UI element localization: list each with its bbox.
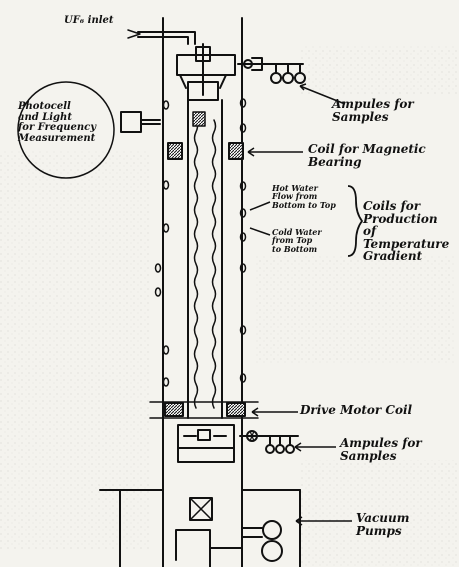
- magnetic-bearing-coil-right: [228, 142, 244, 160]
- drive-motor-coil-left: [164, 402, 184, 417]
- background-texture: [0, 45, 459, 567]
- vacuum-pumps-label: Vacuum Pumps: [356, 511, 410, 538]
- top-ampule-manifold: [237, 57, 306, 84]
- ampules-top-label: Ampules for Samples: [332, 97, 414, 124]
- photocell-label: Photocell and Light for Frequency Measur…: [18, 101, 97, 144]
- uf6-inlet-pipe: [137, 31, 196, 45]
- vacuum-pump-circles: [261, 520, 283, 562]
- vacuum-chamber: [99, 489, 301, 567]
- coils-production-label: Coils for Production of Temperature Grad…: [363, 199, 450, 264]
- bottom-ampule-manifold: [239, 430, 299, 454]
- motor-coil-lines: [149, 401, 259, 419]
- ampules-bottom-label: Ampules for Samples: [340, 436, 422, 463]
- leader-arrows: [247, 83, 364, 526]
- temperature-coil-loops: [154, 98, 247, 387]
- rotor-inner-wall: [193, 119, 199, 409]
- coil-magnetic-bearing-label: Coil for Magnetic Bearing: [308, 142, 426, 169]
- top-valve-assembly: [176, 43, 236, 101]
- hot-water-label: Hot Water Flow from Bottom to Top: [272, 183, 336, 210]
- cold-water-label: Cold Water from Top to Bottom: [272, 227, 322, 254]
- photocell-sensor-block: [192, 111, 206, 127]
- rotor-inner-wall-right: [211, 119, 217, 409]
- drive-motor-coil-label: Drive Motor Coil: [300, 403, 413, 417]
- photocell-box: [120, 111, 161, 133]
- inlet-arrow: [127, 29, 141, 39]
- magnetic-bearing-coil-left: [167, 142, 183, 160]
- bottom-valve-assembly: [177, 424, 235, 463]
- uf6-inlet-label: UF₆ inlet: [64, 15, 114, 26]
- rotor-tube: [187, 99, 223, 419]
- drive-motor-coil-right: [226, 402, 246, 417]
- photocell-callout-circle: [17, 81, 115, 179]
